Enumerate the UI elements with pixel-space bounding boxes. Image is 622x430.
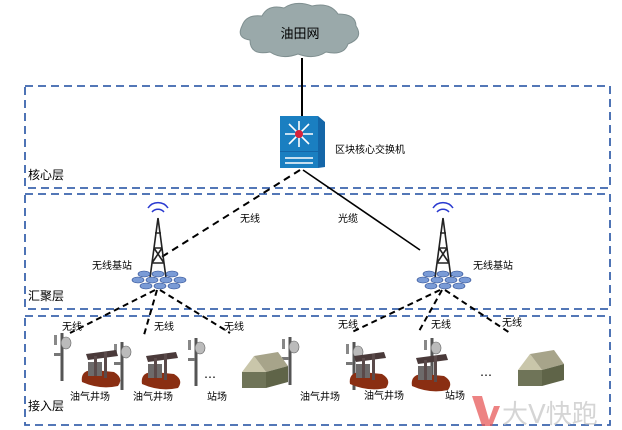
base-station-label: 无线基站 [473, 259, 513, 272]
wireless-label: 无线 [431, 318, 451, 331]
aggregation-layer-label: 汇聚层 [28, 289, 64, 303]
cloud-label: 油田网 [280, 27, 319, 42]
access-layer-box [24, 315, 611, 426]
aggregation-layer-box [24, 193, 611, 310]
ellipsis: … [204, 367, 216, 381]
antenna-icon [187, 337, 206, 387]
station-house-icon [242, 352, 288, 388]
fiber-link-right [302, 169, 421, 251]
site-label: 站场 [445, 389, 465, 402]
wireless-label: 无线 [154, 320, 174, 333]
pumpjack-icon [141, 352, 181, 390]
site-label: 油气井场 [133, 390, 173, 403]
cloud-icon [239, 2, 360, 58]
ellipsis: … [480, 365, 492, 379]
access-links [69, 289, 511, 336]
station-house-icon [518, 350, 564, 386]
base-station-icon [131, 201, 187, 290]
pumpjack-icon [349, 352, 389, 390]
core-layer-label: 核心层 [28, 168, 64, 182]
site-label: 站场 [207, 390, 227, 403]
wireless-label: 无线 [62, 320, 82, 333]
base-station-label: 无线基站 [92, 259, 132, 272]
watermark-text: 大V快跑 [502, 400, 598, 430]
wireless-link-label: 无线 [240, 212, 260, 225]
site-label: 油气井场 [300, 390, 340, 403]
antenna-icon [53, 332, 72, 382]
wireless-label: 无线 [502, 316, 522, 329]
fiber-link-label: 光缆 [338, 212, 358, 225]
watermark-logo: 大V快跑 [472, 396, 598, 430]
base-station-icon [416, 201, 472, 290]
site-label: 油气井场 [364, 389, 404, 402]
wireless-label: 无线 [224, 320, 244, 333]
core-switch-icon [280, 116, 325, 168]
core-layer-box [24, 85, 611, 189]
access-layer-label: 接入层 [28, 398, 64, 413]
pumpjack-icon [81, 350, 121, 388]
site-label: 油气井场 [70, 390, 110, 403]
core-switch-label: 区块核心交换机 [335, 143, 405, 156]
wireless-link-left [159, 169, 301, 259]
wireless-label: 无线 [338, 318, 358, 331]
pumpjack-icon [411, 354, 451, 392]
